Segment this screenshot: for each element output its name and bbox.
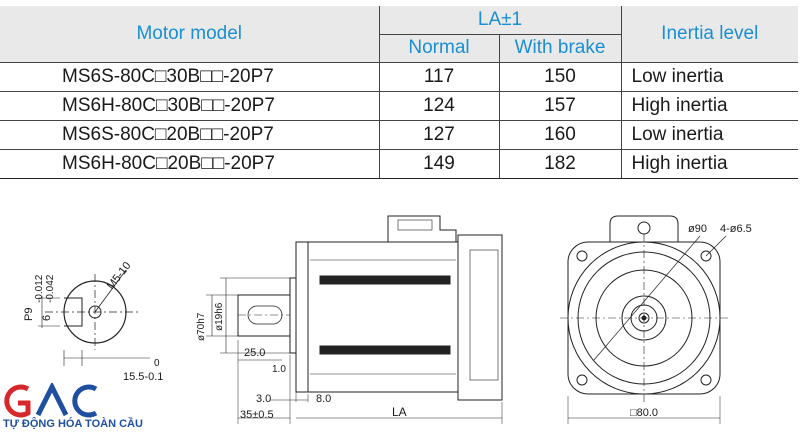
- step-label: 1.0: [272, 364, 286, 375]
- table-row: MS6S-80C□30B□□-20P7 117 150 Low inertia: [0, 62, 799, 92]
- cell-normal: 124: [378, 91, 499, 121]
- header-normal: Normal: [378, 34, 499, 63]
- key-length-label: 25.0: [244, 347, 265, 359]
- header-la: LA±1: [378, 6, 622, 35]
- square-size-label: □80.0: [630, 407, 658, 419]
- shaft-section-view: [38, 269, 150, 366]
- front-view: [560, 215, 728, 424]
- mounting-holes-label: 4-ø6.5: [720, 223, 752, 235]
- thread-label: M5-10: [105, 260, 134, 292]
- gac-logo: [4, 383, 98, 418]
- flange-dia-label: ø70h7: [196, 312, 207, 341]
- shaft-tol-upper: -0.012: [34, 274, 45, 303]
- pcd-label: ø90: [688, 223, 707, 235]
- cell-model: MS6S-80C□30B□□-20P7: [0, 62, 379, 92]
- side-view: [206, 215, 503, 424]
- depth-label: 15.5-0.1: [123, 371, 163, 383]
- header-with-brake: With brake: [498, 34, 622, 63]
- shaft-tol-lower: -0.042: [45, 274, 56, 303]
- depth-zero-label: 0: [154, 358, 160, 369]
- shaft-tol-prefix: 6: [41, 315, 53, 321]
- cell-with-brake: 157: [498, 91, 622, 121]
- shaft-p9-label: P9: [23, 308, 35, 321]
- cell-inertia: High inertia: [620, 91, 799, 121]
- table-row: MS6H-80C□30B□□-20P7 124 157 High inertia: [0, 91, 799, 121]
- cell-inertia: High inertia: [620, 149, 799, 179]
- brand-tagline: TỰ ĐỘNG HÓA TOÀN CẦU: [3, 418, 143, 430]
- shaft-length-label: 35±0.5: [240, 409, 274, 421]
- motor-dimension-drawing: P9 -0.012 -0.042 6 M5-10 0 15.5-0.1: [23, 215, 752, 424]
- cell-model: MS6H-80C□30B□□-20P7: [0, 91, 379, 121]
- table-row: MS6H-80C□20B□□-20P7 149 182 High inertia: [0, 149, 799, 179]
- cell-normal: 127: [378, 120, 499, 150]
- flange-thickness-label: 3.0: [256, 393, 271, 405]
- header-inertia-level: Inertia level: [620, 6, 799, 63]
- la-dimension-label: LA: [392, 405, 407, 419]
- table-row: MS6S-80C□20B□□-20P7 127 160 Low inertia: [0, 120, 799, 150]
- cell-normal: 149: [378, 149, 499, 179]
- cell-inertia: Low inertia: [620, 120, 799, 150]
- cell-model: MS6S-80C□20B□□-20P7: [0, 120, 379, 150]
- shaft-dia-label: ø19h6: [214, 302, 225, 331]
- header-motor-model: Motor model: [0, 6, 379, 63]
- cell-with-brake: 160: [498, 120, 622, 150]
- cell-with-brake: 150: [498, 62, 622, 92]
- cell-normal: 117: [378, 62, 499, 92]
- cell-with-brake: 182: [498, 149, 622, 179]
- cell-model: MS6H-80C□20B□□-20P7: [0, 149, 379, 179]
- motor-spec-table: Motor model LA±1 Inertia level Normal Wi…: [0, 6, 799, 179]
- cell-inertia: Low inertia: [620, 62, 799, 92]
- gap-label: 8.0: [316, 393, 331, 405]
